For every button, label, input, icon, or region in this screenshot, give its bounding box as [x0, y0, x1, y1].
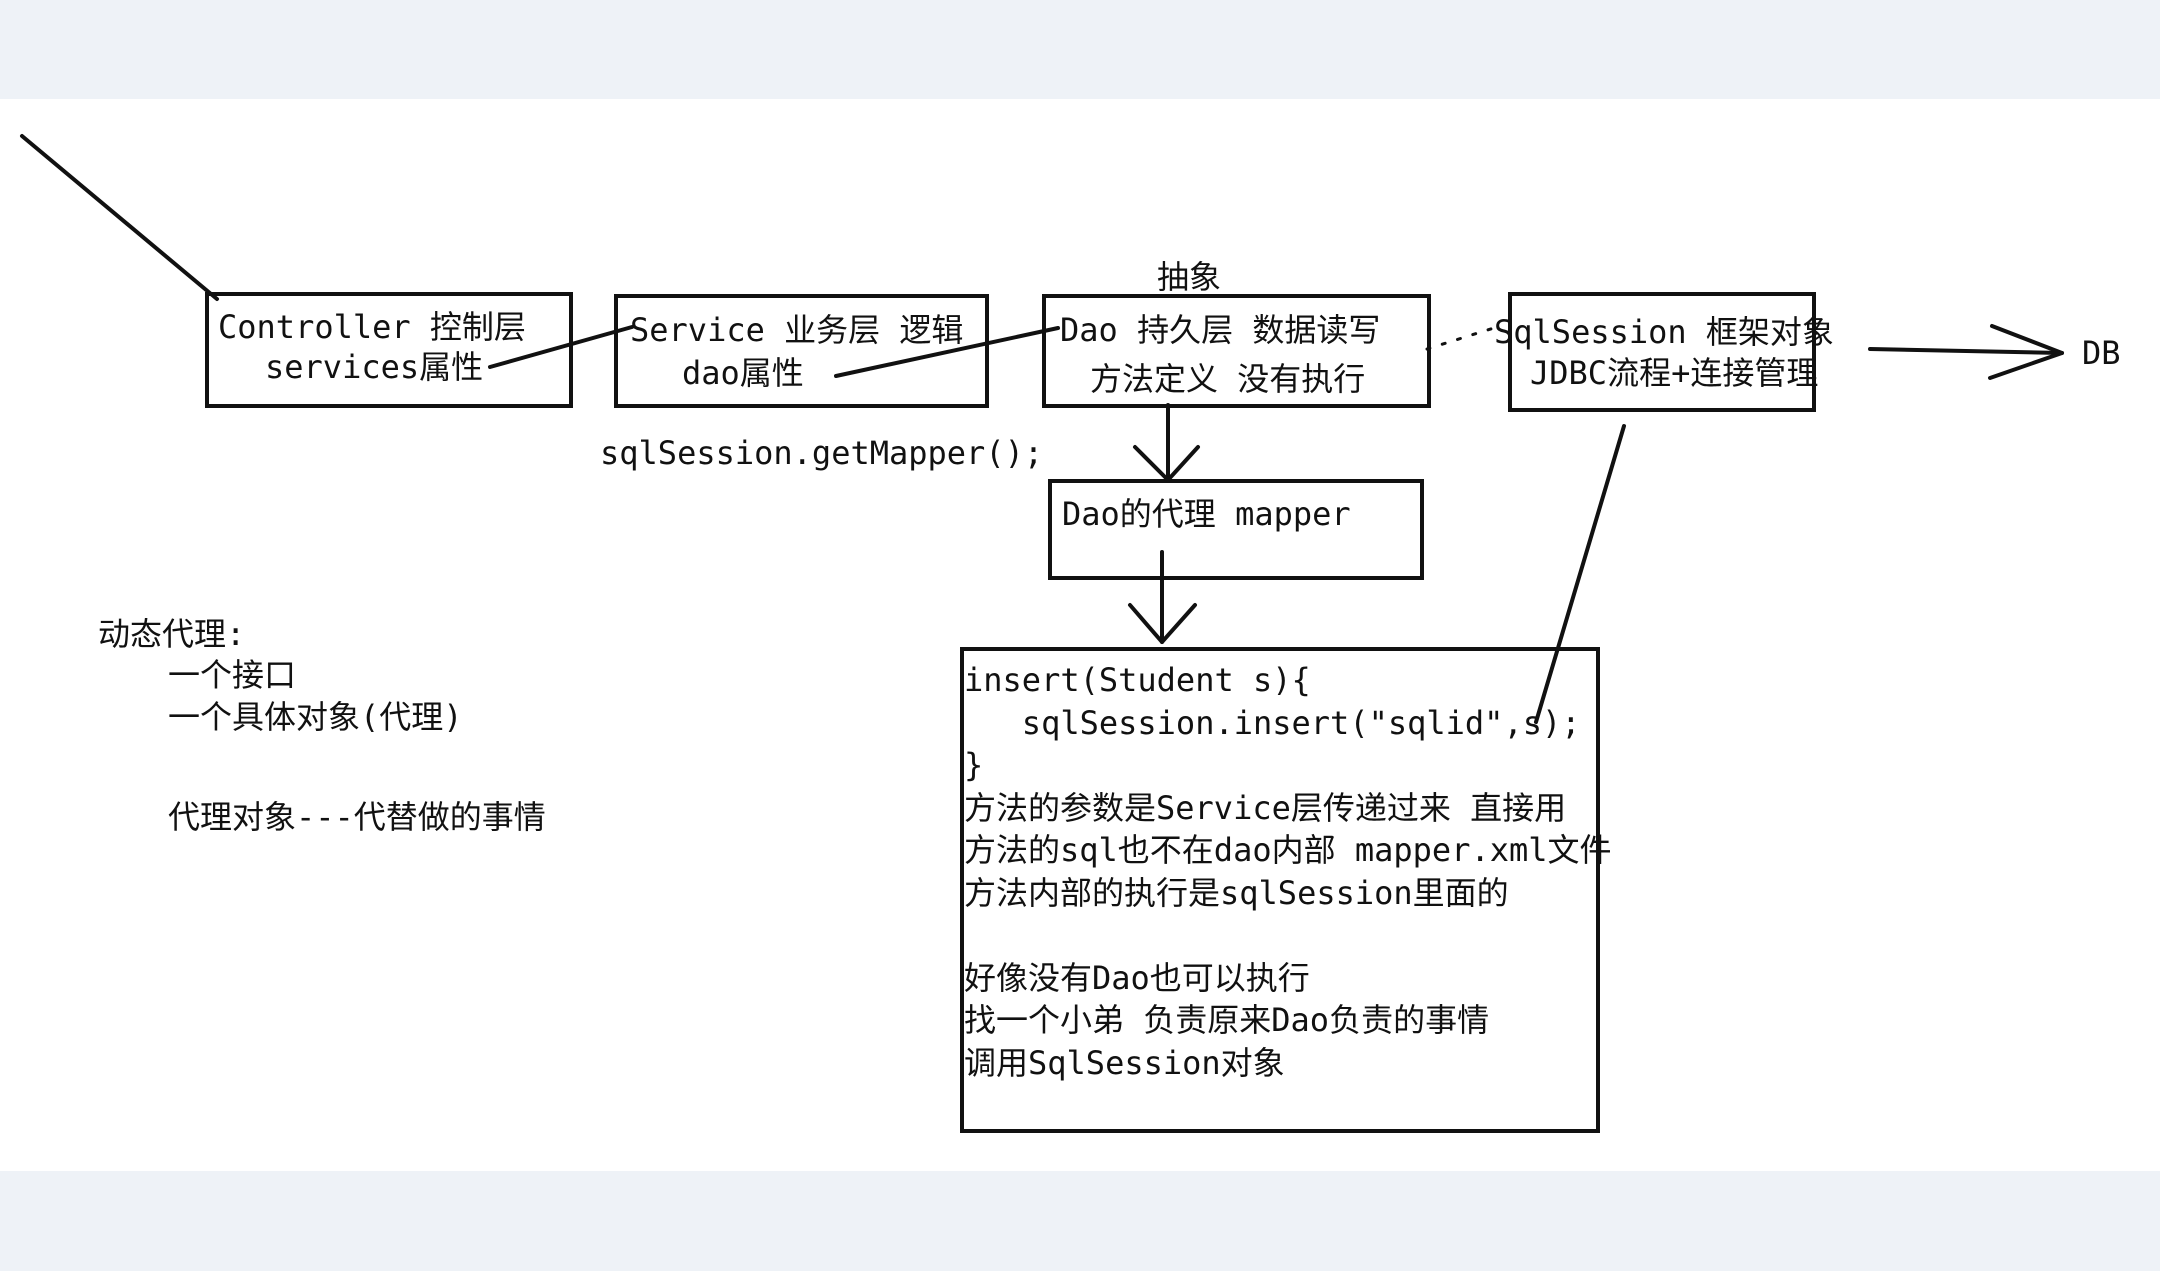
service-label-line1: Service 业务层 逻辑: [630, 311, 964, 349]
sqlsession-box: [1508, 292, 1816, 412]
impl-line-8: 好像没有Dao也可以执行: [964, 959, 1310, 997]
db-label: DB: [2082, 334, 2121, 372]
sqlsession-db-arrowhead: [1988, 324, 2064, 380]
impl-line-10: 调用SqlSession对象: [964, 1044, 1285, 1082]
notes-item-3: 代理对象---代替做的事情: [168, 798, 546, 836]
notes-item-2: 一个具体对象(代理): [168, 698, 463, 736]
impl-line-3: }: [964, 746, 984, 784]
service-label-line2: dao属性: [682, 354, 804, 392]
sqlsession-db-arrow-shaft: [1868, 347, 2064, 355]
get-mapper-label: sqlSession.getMapper();: [600, 434, 1044, 472]
proxy-impl-arrowhead: [1128, 603, 1197, 644]
dao-box: [1042, 294, 1431, 408]
impl-line-9: 找一个小弟 负责原来Dao负责的事情: [964, 1001, 1490, 1039]
dao-label-line1: Dao 持久层 数据读写: [1060, 311, 1381, 349]
dao-label-line2: 方法定义 没有执行: [1090, 360, 1366, 398]
impl-line-2: sqlSession.insert("sqlid",s);: [964, 704, 1581, 742]
abstract-label: 抽象: [1157, 258, 1222, 296]
dao-sqlsession-dotted-link: [1425, 325, 1499, 351]
controller-label-line2: services属性: [265, 348, 484, 386]
implementation-box: [960, 647, 1600, 1133]
controller-box: [205, 292, 573, 408]
sqlsession-label-line1: SqlSession 框架对象: [1494, 313, 1834, 351]
notes-title: 动态代理:: [98, 615, 246, 653]
controller-label-line1: Controller 控制层: [218, 308, 526, 346]
impl-line-1: insert(Student s){: [964, 661, 1311, 699]
service-dao-link: [834, 326, 1060, 378]
sqlsession-label-line2: JDBC流程+连接管理: [1530, 354, 1819, 392]
proxy-mapper-box: [1048, 479, 1424, 580]
drawing-canvas: [0, 99, 2160, 1171]
entry-line: [20, 134, 219, 301]
impl-line-4: 方法的参数是Service层传递过来 直接用: [964, 789, 1567, 827]
sqlsession-impl-link: [1534, 424, 1626, 724]
notes-item-1: 一个接口: [168, 656, 297, 694]
impl-line-6: 方法内部的执行是sqlSession里面的: [964, 874, 1509, 912]
impl-line-5: 方法的sql也不在dao内部 mapper.xml文件: [964, 831, 1612, 869]
service-box: [614, 294, 989, 408]
dao-proxy-arrowhead: [1133, 445, 1200, 482]
controller-service-link: [488, 325, 634, 369]
proxy-mapper-label: Dao的代理 mapper: [1062, 495, 1351, 533]
